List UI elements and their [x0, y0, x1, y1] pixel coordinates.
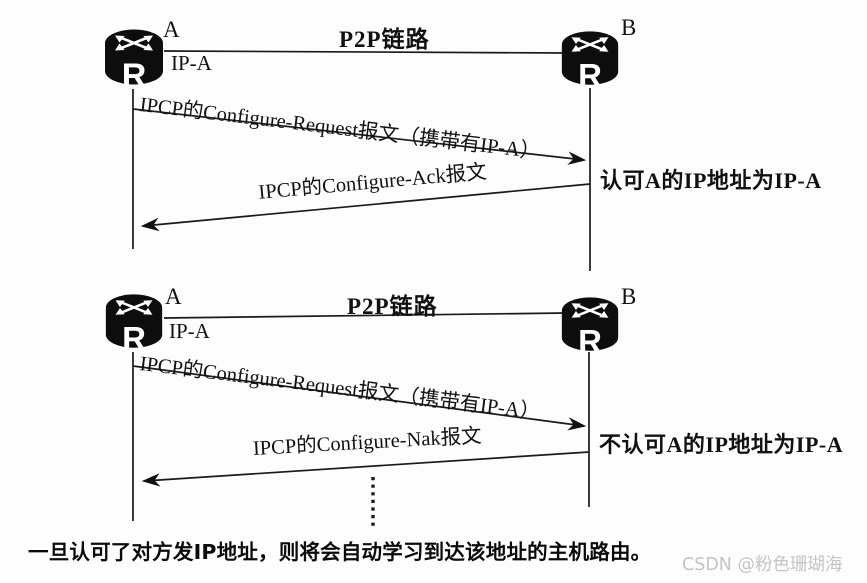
configure-nak-arrow-bottom — [141, 451, 590, 487]
router-a-bottom-label: A — [165, 284, 182, 309]
p2p-link-label-top: P2P链路 — [339, 27, 430, 52]
router-icon: R — [105, 29, 163, 93]
router-b-bottom-label: B — [621, 284, 637, 309]
router-a-bottom: R — [102, 290, 166, 356]
p2p-link-line-bottom — [163, 312, 567, 319]
svg-text:R: R — [122, 57, 147, 93]
configure-request-arrow-top — [132, 108, 587, 165]
svg-text:R: R — [122, 320, 146, 356]
router-a-top-ip: IP-A — [171, 51, 212, 75]
router-a-bottom-ip: IP-A — [169, 319, 210, 343]
configure-request-arrow-bottom — [132, 365, 587, 431]
router-icon: R — [561, 297, 619, 359]
svg-text:R: R — [578, 57, 602, 93]
csdn-watermark: CSDN @粉色珊瑚海 — [682, 555, 843, 575]
router-a-top: R — [102, 25, 166, 93]
svg-text:R: R — [578, 323, 602, 359]
p2p-link-line-top — [163, 50, 567, 54]
p2p-link-label-bottom: P2P链路 — [347, 294, 438, 319]
nak-note-bottom: 不认可A的IP地址为IP-A — [599, 432, 844, 457]
router-icon: R — [105, 294, 163, 356]
router-b-bottom: R — [558, 293, 622, 359]
caption-text: 一旦认可了对方发IP地址，则将会自动学习到达该地址的主机路由。 — [28, 540, 652, 564]
router-icon: R — [561, 31, 619, 93]
ack-note-top: 认可A的IP地址为IP-A — [600, 168, 822, 193]
router-b-top-label: B — [621, 15, 637, 40]
configure-ack-arrow-top — [140, 183, 591, 232]
router-a-top-label: A — [163, 17, 180, 42]
router-b-top: R — [558, 27, 622, 93]
